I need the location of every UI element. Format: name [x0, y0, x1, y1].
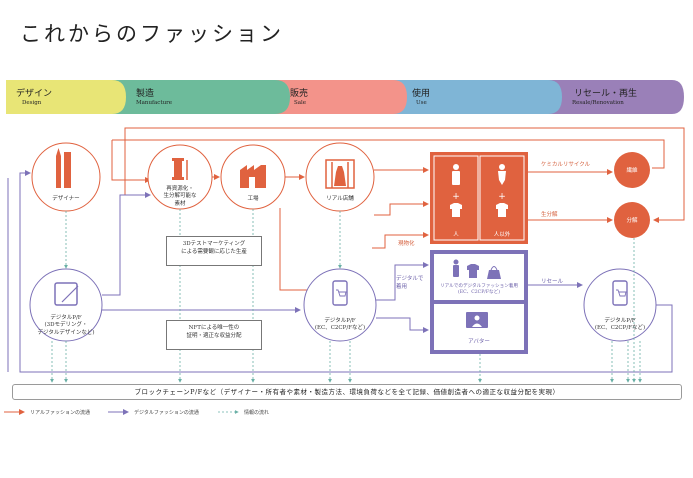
- digital-fashion-use-label: リアルでのデジタルファッション着用(EC、C2CP/Fなど): [440, 284, 518, 296]
- thread-spool-icon: [172, 158, 188, 180]
- tablet-pen-icon: [54, 282, 79, 306]
- dress-icon: [334, 166, 346, 186]
- decompose-node-label: 分解: [626, 218, 638, 224]
- factory-label: 工場: [247, 196, 259, 202]
- non-person-label: 人以外: [493, 232, 511, 238]
- stage-label-design: デザイン: [16, 89, 53, 99]
- factory-icon: [240, 165, 266, 188]
- stage-sub-resale: Resale/Renovation: [572, 100, 624, 106]
- stage-band-manufacture: [100, 80, 290, 114]
- physicalize-label: 現物化: [398, 241, 415, 247]
- stage-label-manufacture: 製造: [136, 89, 155, 99]
- person-icon: +: [450, 164, 462, 217]
- stage-sub-design: Design: [22, 100, 42, 106]
- avatar-monitor-icon: [466, 312, 488, 328]
- svg-text:+: +: [452, 192, 460, 202]
- resale-label: リセール: [541, 279, 564, 285]
- phone-cart-icon-resale: [612, 280, 628, 306]
- stage-label-sale: 販売: [290, 89, 309, 99]
- stage-label-use: 使用: [412, 89, 431, 99]
- person-label: 人: [453, 232, 459, 238]
- test-marketing-note: 3Dテストマーケティングによる需要観に応じた生産: [166, 236, 262, 266]
- biodegrade-label: 生分解: [541, 212, 558, 218]
- legend-info-label: 情報の流れ: [244, 410, 270, 416]
- pencil-ruler-icon: [56, 148, 71, 188]
- fiber-label: 繊維: [626, 168, 638, 174]
- mannequin-icon: +: [496, 164, 508, 217]
- digital-resale-label: デジタルP/F(EC、C2CP/Fなど): [594, 318, 646, 332]
- svg-text:+: +: [498, 192, 506, 202]
- stage-band-design: [6, 80, 126, 114]
- avatar-label: アバター: [468, 339, 490, 345]
- legend-digital-label: デジタルファッションの流通: [134, 410, 199, 416]
- chemical-recycle-label: ケミカルリサイクル: [541, 162, 591, 168]
- digital-sale-label: デジタルP/F(EC、C2CP/Fなど): [314, 318, 366, 332]
- storefront-icon: [325, 159, 355, 189]
- page-title: これからのファッション: [20, 22, 284, 46]
- blockchain-bar: ブロックチェーンP/Fなど（デザイナー・所有者や素材・製造方法、環境負荷などを全…: [12, 384, 682, 400]
- stage-band-use: [380, 80, 562, 114]
- material-label: 再資源化・生分解可能な素材: [163, 186, 197, 207]
- stage-sub-use: Use: [416, 100, 427, 106]
- digital-wear-label: デジタルで着用: [396, 276, 424, 290]
- stage-sub-manufacture: Manufacture: [136, 100, 173, 106]
- designer-label: デザイナー: [52, 196, 80, 202]
- stage-band-sale: [265, 80, 407, 114]
- fiber-node: [614, 152, 650, 188]
- person-shirt-bag-icons: [453, 259, 501, 279]
- stage-sub-sale: Sale: [294, 100, 307, 106]
- store-label: リアル店舗: [326, 196, 354, 202]
- stage-band-resale: [520, 80, 684, 114]
- legend-real-label: リアルファッションの流通: [30, 410, 90, 416]
- nft-note: NFTによる唯一性の証明・適正な収益分配: [166, 320, 262, 350]
- digital-design-label: デジタルP/F(3Dモデリング・デジタルデザインなど): [37, 315, 95, 336]
- stage-label-resale: リセール・再生: [574, 89, 638, 99]
- phone-cart-icon: [332, 280, 348, 306]
- decompose-node: [614, 202, 650, 238]
